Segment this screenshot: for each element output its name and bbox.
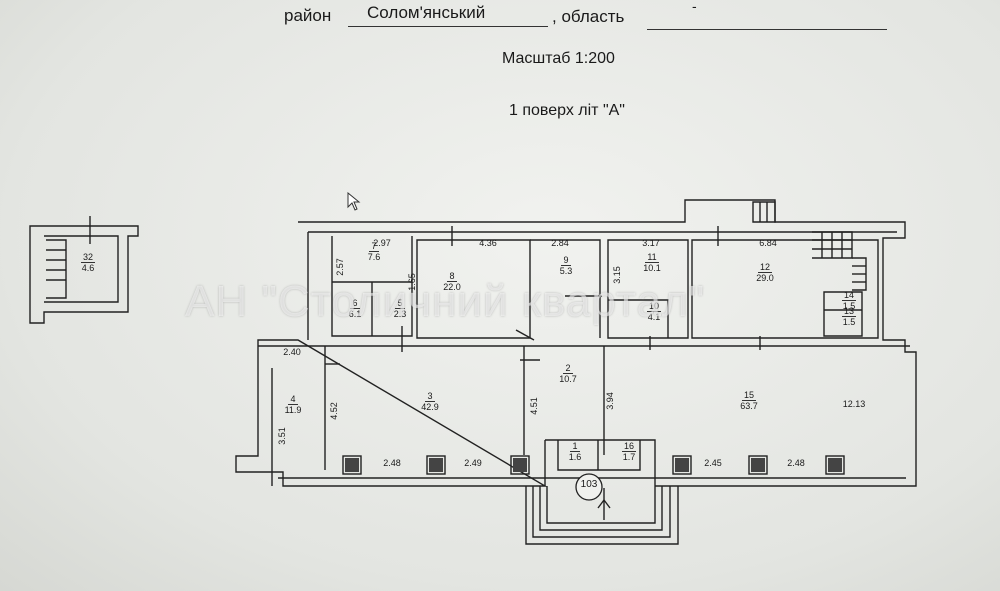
room-area: 2.3 [393, 309, 407, 319]
district-value: Солом'янський [367, 3, 486, 22]
dimension-label: 4.51 [529, 397, 539, 415]
dimension-label: 6.84 [759, 238, 777, 248]
scale-label: Масштаб 1:200 [502, 50, 615, 67]
dimension-label: 2.49 [464, 458, 482, 468]
region-label: , область [552, 7, 625, 26]
outer-wall [235, 199, 917, 487]
dimension-label: 12.13 [842, 399, 866, 409]
dimension-label: 2.48 [787, 458, 805, 468]
room-area: 11.9 [284, 405, 302, 415]
inner-wall-room-32 [44, 235, 119, 303]
room-number: 5 [395, 298, 405, 309]
wall-room-32 [29, 225, 139, 324]
stair-room-32 [46, 239, 67, 299]
district-underline [348, 26, 548, 27]
entrance-marker-label: 103 [580, 479, 598, 490]
dimension-label: 1.65 [407, 273, 417, 291]
room-area: 10.1 [643, 263, 661, 273]
dimension-label: 2.57 [335, 258, 345, 276]
dimension-label: 3.15 [612, 266, 622, 284]
room-number: 4 [288, 394, 298, 405]
wall-room-8 [416, 239, 531, 339]
room-number: 7 [369, 241, 379, 252]
room-area: 1.7 [622, 452, 636, 462]
room-number: 32 [80, 252, 95, 263]
room-number: 6 [350, 298, 360, 309]
room-area: 42.9 [421, 402, 439, 412]
room-number: 15 [741, 390, 756, 401]
mouse-cursor-icon [347, 192, 361, 211]
dimension-label: 2.45 [704, 458, 722, 468]
dimension-label: 3.94 [605, 392, 615, 410]
room-area: 63.7 [740, 401, 758, 411]
wall-room-13-14 [823, 291, 863, 337]
room-number: 13 [841, 306, 856, 317]
room-number: 8 [447, 271, 457, 282]
room-number: 12 [757, 262, 772, 273]
room-number: 9 [561, 255, 571, 266]
room-area: 1.5 [842, 301, 856, 311]
floor-label: 1 поверх літ "А" [509, 102, 625, 119]
room-number: 1 [570, 441, 580, 452]
region-underline [647, 29, 887, 30]
dimension-label: 2.48 [383, 458, 401, 468]
room-area: 29.0 [756, 273, 774, 283]
room-number: 2 [563, 363, 573, 374]
room-number: 16 [621, 441, 636, 452]
dimension-label: 4.36 [479, 238, 497, 248]
room-area: 22.0 [443, 282, 461, 292]
room-number: 11 [645, 252, 659, 263]
room-area: 10.7 [559, 374, 577, 384]
dimension-label: 2.97 [373, 238, 391, 248]
dimension-label: 3.51 [277, 427, 287, 445]
wall-room-9 [530, 239, 601, 338]
room-area: 7.6 [367, 252, 381, 262]
room-area: 4.6 [81, 263, 95, 273]
dimension-label: 4.52 [329, 402, 339, 420]
entrance-marker-circle [575, 473, 603, 501]
wall-room-11 [607, 239, 689, 339]
dimension-label: 2.40 [283, 347, 301, 357]
room-number: 10 [646, 301, 661, 312]
room-area: 1.6 [568, 452, 582, 462]
region-value: - [692, 0, 697, 14]
wall-vestibule [545, 439, 656, 486]
room-area: 1.5 [842, 317, 856, 327]
district-label: район [284, 6, 332, 25]
room-number: 14 [841, 290, 856, 301]
room-area: 6.1 [348, 309, 362, 319]
room-number: 3 [425, 391, 435, 402]
room-area: 4.1 [647, 312, 661, 322]
room-area: 5.3 [559, 266, 573, 276]
dimension-label: 3.17 [642, 238, 660, 248]
dimension-label: 2.84 [551, 238, 569, 248]
